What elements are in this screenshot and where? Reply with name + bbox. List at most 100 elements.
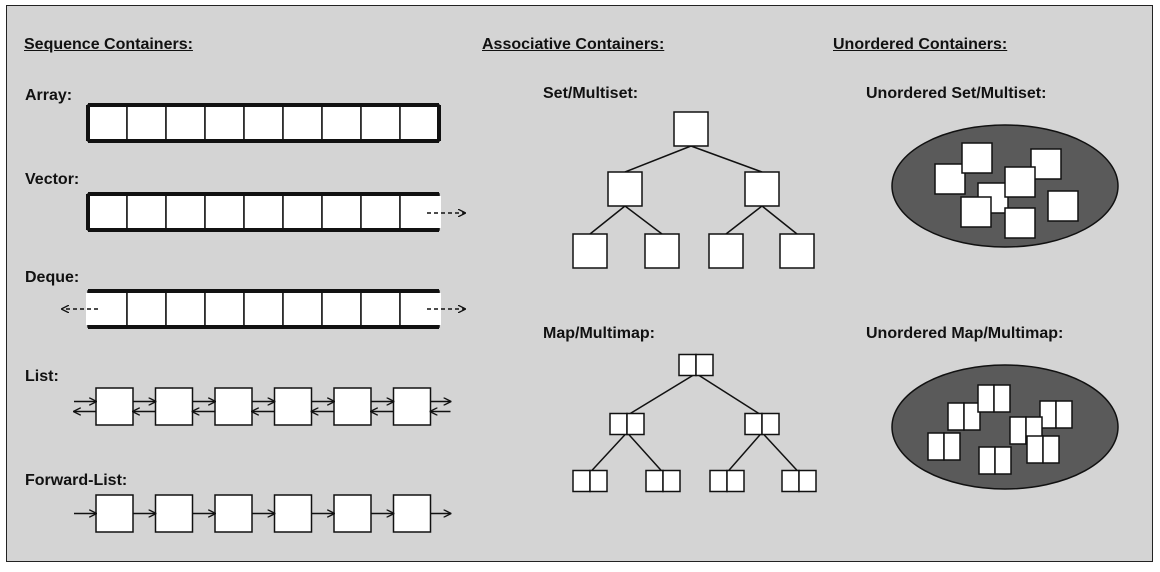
deque-cell bbox=[282, 290, 323, 328]
unordered-map-value-cell bbox=[994, 446, 1012, 475]
unordered-map-key-cell bbox=[978, 446, 996, 475]
map-tree-edge bbox=[626, 431, 664, 474]
list-node bbox=[273, 387, 313, 426]
forward-list-node bbox=[333, 494, 372, 533]
unordered-map-key-cell bbox=[1026, 435, 1044, 464]
map-tree-key-cell bbox=[744, 412, 763, 436]
vector-cell bbox=[204, 193, 245, 231]
forward-list-node bbox=[154, 494, 194, 533]
vector-cell bbox=[126, 193, 167, 231]
unordered-set-diagram bbox=[891, 124, 1119, 248]
map-tree-diagram bbox=[572, 353, 817, 493]
array-cell bbox=[165, 104, 206, 142]
set-multiset-label: Set/Multiset: bbox=[543, 85, 639, 102]
unordered-map-value-cell bbox=[963, 402, 981, 431]
array-cell bbox=[282, 104, 323, 142]
array-cell bbox=[204, 104, 245, 142]
unordered-set-element bbox=[1047, 190, 1079, 222]
deque-cell bbox=[243, 290, 284, 328]
vector-cell bbox=[399, 193, 440, 231]
set-tree-edge bbox=[624, 145, 692, 173]
map-tree-key-cell bbox=[572, 469, 591, 493]
set-tree-edge bbox=[761, 205, 798, 235]
forward-list-diagram bbox=[74, 494, 451, 533]
set-tree-edge bbox=[690, 145, 763, 173]
unordered-set-element bbox=[960, 196, 992, 228]
vector-diagram bbox=[86, 192, 465, 232]
vector-cell bbox=[165, 193, 206, 231]
list-label: List: bbox=[25, 368, 59, 385]
list-node bbox=[333, 387, 372, 426]
array-cell bbox=[126, 104, 167, 142]
unordered-map-diagram bbox=[891, 364, 1119, 490]
deque-cell bbox=[87, 290, 128, 328]
unordered-set-element bbox=[934, 163, 966, 195]
map-tree-key-cell bbox=[645, 469, 664, 493]
sequence-containers-header: Sequence Containers: bbox=[24, 36, 193, 53]
map-tree-key-cell bbox=[609, 412, 628, 436]
map-tree-edge bbox=[761, 431, 800, 474]
set-tree-node bbox=[744, 171, 780, 207]
map-multimap-label: Map/Multimap: bbox=[543, 325, 655, 342]
vector-cell bbox=[360, 193, 401, 231]
set-tree-edge bbox=[725, 205, 763, 235]
set-tree-diagram bbox=[572, 111, 815, 269]
array-cell bbox=[360, 104, 401, 142]
vector-open-end bbox=[438, 196, 441, 228]
unordered-map-value-cell bbox=[943, 432, 961, 461]
set-tree-node bbox=[572, 233, 608, 269]
map-tree-edge bbox=[626, 372, 697, 417]
vector-cell bbox=[321, 193, 362, 231]
vector-label: Vector: bbox=[25, 171, 80, 188]
map-tree-value-cell bbox=[798, 469, 817, 493]
array-cell bbox=[87, 104, 128, 142]
deque-cell bbox=[360, 290, 401, 328]
list-node bbox=[95, 387, 134, 426]
deque-cell bbox=[321, 290, 362, 328]
unordered-set-label: Unordered Set/Multiset: bbox=[866, 85, 1047, 102]
vector-cell bbox=[87, 193, 128, 231]
unordered-set-element bbox=[1004, 207, 1036, 239]
deque-cell bbox=[399, 290, 440, 328]
array-cell bbox=[243, 104, 284, 142]
set-tree-edge bbox=[589, 205, 626, 235]
set-tree-node bbox=[779, 233, 815, 269]
set-tree-edge bbox=[624, 205, 663, 235]
unordered-set-element bbox=[1004, 166, 1036, 198]
set-tree-node bbox=[673, 111, 709, 147]
deque-open-end bbox=[438, 293, 441, 325]
map-tree-edge bbox=[589, 431, 628, 474]
map-tree-value-cell bbox=[761, 412, 780, 436]
deque-cell bbox=[204, 290, 245, 328]
unordered-map-key-cell bbox=[1009, 416, 1027, 445]
map-tree-value-cell bbox=[695, 353, 714, 377]
map-tree-value-cell bbox=[589, 469, 608, 493]
map-tree-value-cell bbox=[626, 412, 645, 436]
unordered-map-value-cell bbox=[993, 384, 1011, 413]
deque-cell bbox=[165, 290, 206, 328]
array-label: Array: bbox=[25, 87, 73, 104]
map-tree-edge bbox=[695, 372, 763, 417]
deque-diagram bbox=[62, 289, 465, 329]
forward-list-node bbox=[273, 494, 313, 533]
map-tree-edge bbox=[726, 432, 763, 473]
map-tree-key-cell bbox=[781, 469, 800, 493]
list-node bbox=[154, 387, 194, 426]
associative-containers-header: Associative Containers: bbox=[482, 36, 665, 53]
map-tree-key-cell bbox=[678, 353, 697, 377]
unordered-map-label: Unordered Map/Multimap: bbox=[866, 325, 1064, 342]
set-tree-node bbox=[708, 233, 744, 269]
unordered-set-element bbox=[1030, 148, 1062, 180]
list-node bbox=[392, 387, 432, 426]
unordered-map-key-cell bbox=[927, 432, 945, 461]
forward-list-label: Forward-List: bbox=[25, 472, 128, 489]
list-diagram bbox=[74, 387, 451, 426]
map-tree-key-cell bbox=[709, 469, 728, 493]
unordered-containers-header: Unordered Containers: bbox=[833, 36, 1008, 53]
vector-cell bbox=[282, 193, 323, 231]
deque-label: Deque: bbox=[25, 269, 80, 286]
unordered-set-element bbox=[961, 142, 993, 174]
array-cell bbox=[399, 104, 440, 142]
deque-cell bbox=[126, 290, 167, 328]
